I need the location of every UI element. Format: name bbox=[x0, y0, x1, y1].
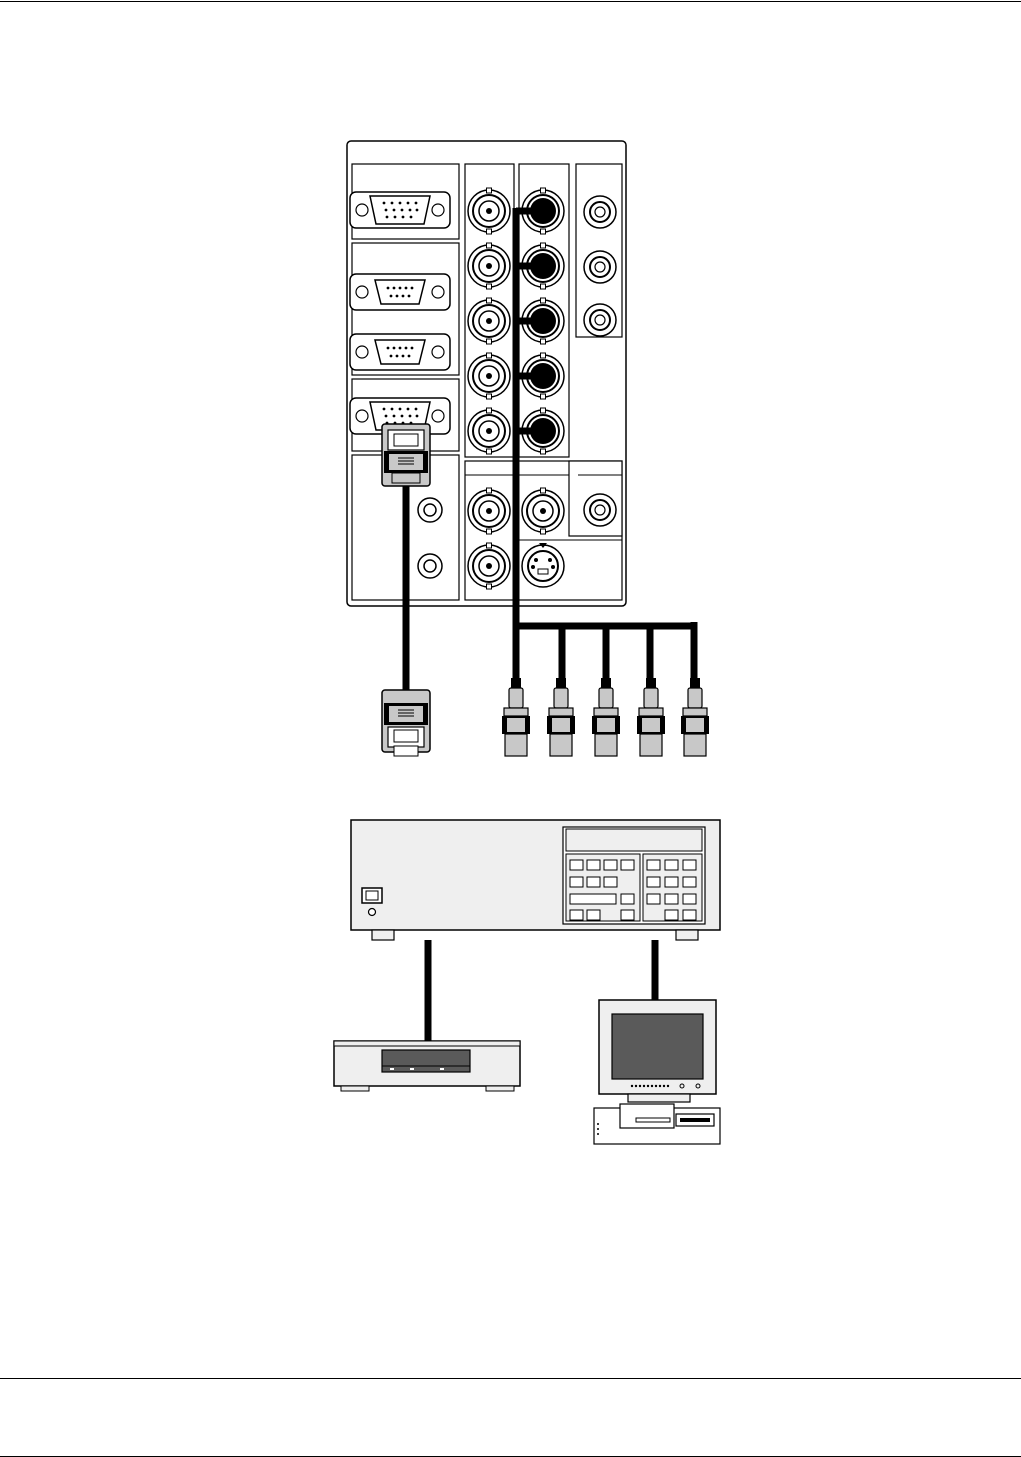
computer-icon bbox=[594, 1000, 720, 1144]
projector-rear-panel-icon bbox=[347, 141, 626, 606]
vcr-icon bbox=[334, 1041, 520, 1091]
switcher-icon bbox=[351, 820, 720, 940]
